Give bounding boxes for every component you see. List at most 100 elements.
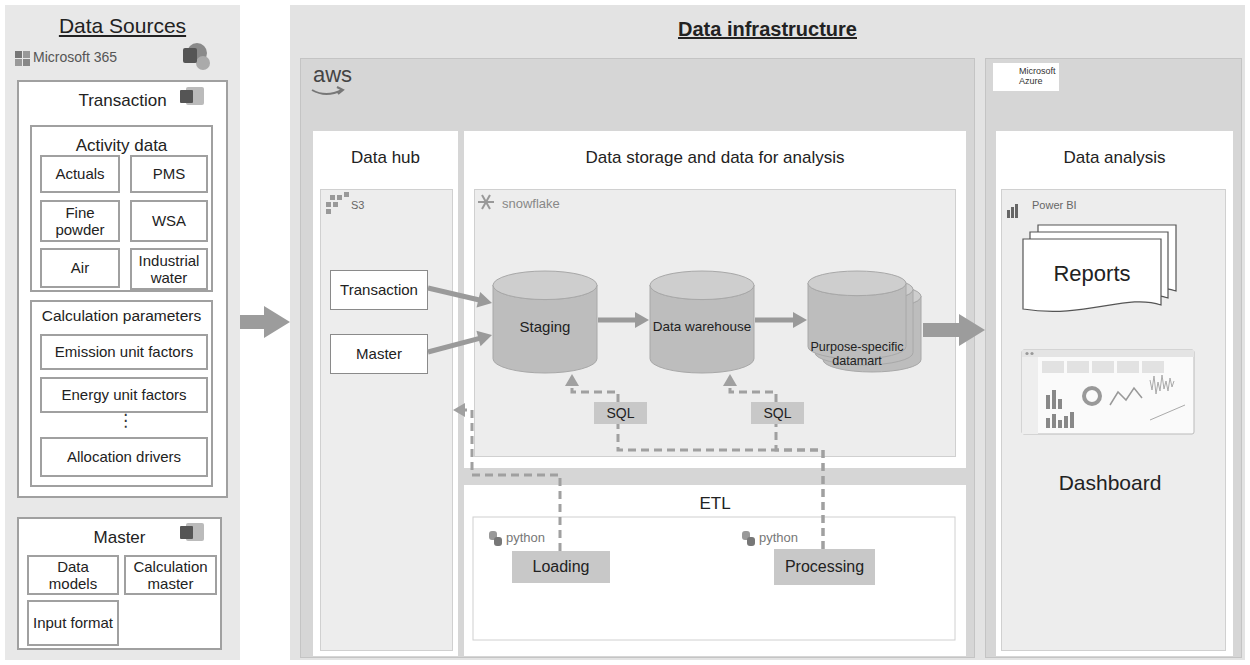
label-text: python <box>759 531 798 546</box>
arrowhead <box>477 292 492 308</box>
data-box: Industrial water <box>130 248 208 290</box>
label-text: ⋮ <box>117 411 134 431</box>
node-text: Master <box>353 345 405 362</box>
cloud-panel: Microsoft AzureData analysisPower BIRepo… <box>985 58 1242 658</box>
arrowhead <box>723 374 737 386</box>
node-text: Dashboard <box>1059 471 1162 495</box>
node-text: SQL <box>763 405 791 421</box>
arrowhead <box>635 312 649 328</box>
group-box: Activity dataActuals PMS Fine powder WSA Air… <box>30 125 213 292</box>
node-text: Transaction <box>78 91 166 111</box>
connector <box>755 318 794 323</box>
infrastructure-panel: Data infrastructureawsData hubS3Transact… <box>290 5 1245 660</box>
node-text: Data Sources <box>59 14 186 38</box>
layer-box: Data storage and data for analysis snowfl… <box>464 131 966 468</box>
process-box: Processing <box>774 549 875 585</box>
database-cylinder: Staging <box>492 270 598 374</box>
node-text: Data warehouse <box>653 309 751 335</box>
arrowhead <box>793 312 807 328</box>
node-text: Calculation parameters <box>42 307 201 325</box>
dashboard-screenshot <box>1022 350 1194 434</box>
dashboard-node: Dashboard <box>1020 347 1200 499</box>
node-text: snowflake <box>502 197 560 212</box>
microsoft-logo <box>15 51 30 66</box>
label-text: python <box>506 531 545 546</box>
connector <box>464 410 560 551</box>
arrowhead <box>565 374 579 386</box>
node-text: Transaction <box>337 281 421 298</box>
document-sheet <box>1023 239 1161 311</box>
node-text: Purpose-specific datamart <box>807 330 923 375</box>
sql-tag: SQL <box>594 402 647 424</box>
connector <box>598 318 636 323</box>
data-box: Air <box>40 248 120 288</box>
node-text: Data hub <box>351 148 420 168</box>
data-box: Energy unit factors <box>40 377 208 413</box>
connector <box>428 288 479 300</box>
node-text: Activity data <box>76 136 168 156</box>
data-box: Actuals <box>40 155 120 193</box>
node-text: aws <box>313 62 352 87</box>
node-text: Emission unit factors <box>52 343 196 360</box>
data-box: Input format <box>27 600 119 646</box>
data-box: WSA <box>130 200 208 242</box>
sharepoint-icon <box>183 43 210 70</box>
node-text: Microsoft Azure <box>993 63 1059 91</box>
excel-icon <box>180 87 204 541</box>
data-box: Transaction <box>330 270 428 310</box>
connector <box>730 385 776 402</box>
cylinder-top <box>808 271 906 296</box>
cylinder-top <box>650 271 754 300</box>
cylinder-top <box>493 271 597 300</box>
process-box: Loading <box>512 551 610 583</box>
node-text: SQL <box>606 405 634 421</box>
node-text: Actuals <box>52 165 107 182</box>
node-text: Industrial water <box>132 252 206 287</box>
cloud-panel: awsData hubS3TransactionMasterData stora… <box>300 58 975 658</box>
group-box: Calculation parametersEmission unit fact… <box>30 300 213 487</box>
arrowhead <box>264 306 290 338</box>
service-box: Power BIReportsDashboard <box>1001 189 1226 651</box>
node-text: Air <box>68 259 92 276</box>
arrowhead <box>453 403 465 417</box>
service-box: S3TransactionMaster <box>320 189 453 651</box>
node-text: Input format <box>30 614 116 631</box>
node-text: Allocation drivers <box>64 448 184 465</box>
data-box: Master <box>330 334 428 374</box>
azure-logo <box>996 66 1014 80</box>
database-cylinder: Data warehouse <box>649 270 755 374</box>
s3-icon <box>326 192 349 214</box>
snowflake-icon <box>478 195 494 209</box>
connector <box>428 338 479 352</box>
datamart-stack: Purpose-specific datamart <box>807 270 923 434</box>
group-box: MasterData modelsCalculation masterInput… <box>17 517 222 650</box>
node-text: Reports <box>1053 253 1148 286</box>
data-box: Calculation master <box>124 555 217 595</box>
powerbi-icon <box>1007 204 1018 218</box>
node-text: Processing <box>785 558 864 576</box>
aws-smile <box>312 87 343 94</box>
sql-tag: SQL <box>751 402 804 424</box>
connector <box>618 424 823 549</box>
data-box: Emission unit factors <box>40 334 208 370</box>
node-text: Data models <box>29 558 117 593</box>
connector <box>923 323 960 337</box>
node-text: ETL <box>699 494 730 514</box>
layer-box: ETL Loading Processing python python <box>464 485 966 656</box>
arrowhead <box>959 314 985 346</box>
node-text: WSA <box>149 212 189 229</box>
node-text: Data storage and data for analysis <box>586 148 845 168</box>
node-text: Calculation master <box>126 558 215 593</box>
data-box: PMS <box>130 155 208 193</box>
connector <box>776 424 823 549</box>
layer-box: Data analysisPower BIReportsDashboard <box>996 131 1233 656</box>
data-box: Fine powder <box>40 200 120 242</box>
layer-box: Data hubS3TransactionMaster <box>313 131 458 656</box>
group-box: TransactionActivity dataActuals PMS Fine p… <box>17 80 228 498</box>
node-text: S3 <box>351 199 364 212</box>
data-box: Data models <box>27 555 119 595</box>
label-text: Microsoft 365 <box>33 49 117 65</box>
data-box: Allocation drivers <box>40 437 208 477</box>
arrowhead <box>476 331 492 346</box>
node-text: Staging <box>520 308 571 335</box>
